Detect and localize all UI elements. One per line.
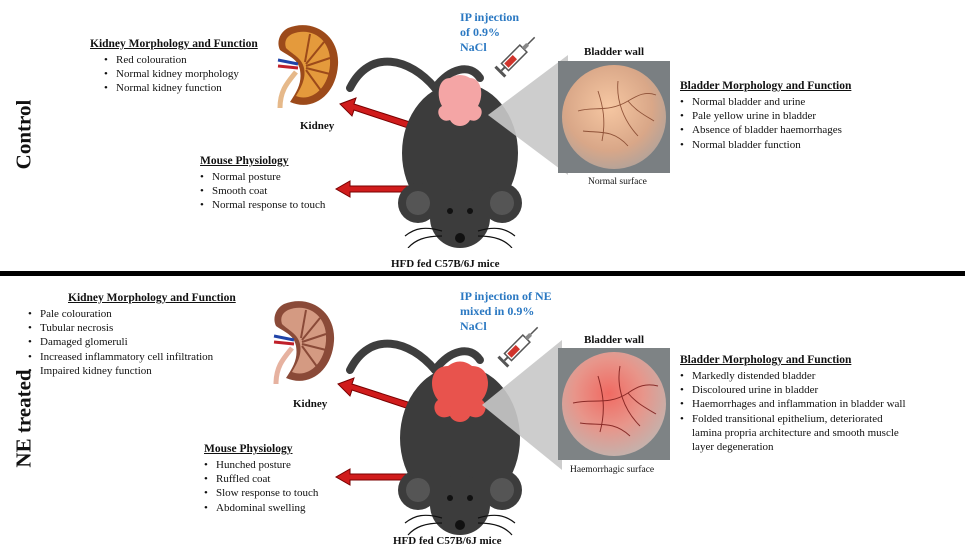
control-bladder-title: Bladder Morphology and Function (680, 80, 851, 92)
control-mouse-caption: HFD fed C57B/6J mice (391, 258, 499, 270)
ne-bladder-list: Markedly distended bladderDiscoloured ur… (680, 369, 906, 454)
control-kidney-title: Kidney Morphology and Function (90, 38, 258, 50)
list-item: Increased inflammatory cell infiltration (28, 350, 236, 364)
list-item: Tubular necrosis (28, 321, 236, 335)
list-item: Damaged glomeruli (28, 335, 236, 349)
list-item: Normal bladder and urine (680, 95, 851, 109)
list-item: Normal kidney morphology (104, 67, 258, 81)
control-bladder-list: Normal bladder and urinePale yellow urin… (680, 95, 851, 152)
list-item: Normal response to touch (200, 198, 325, 212)
list-item: Normal kidney function (104, 81, 258, 95)
list-item: Normal bladder function (680, 138, 851, 152)
section-divider (0, 271, 965, 276)
control-surface-caption: Normal surface (588, 177, 647, 187)
ne-surface-caption: Haemorrhagic surface (570, 465, 654, 475)
list-item: Markedly distended bladder (680, 369, 906, 383)
list-item: Smooth coat (200, 184, 325, 198)
ne-kidney-caption: Kidney (293, 398, 327, 410)
list-item: Hunched posture (204, 458, 318, 472)
list-item: Slow response to touch (204, 486, 318, 500)
list-item: lamina propria architecture and smooth m… (680, 426, 906, 440)
list-item: Pale colouration (28, 307, 236, 321)
ne-bladder-image (558, 348, 670, 460)
ne-physiology-block: Mouse Physiology Hunched postureRuffled … (204, 443, 318, 515)
ne-zoom-beam (482, 340, 562, 470)
list-item: Pale yellow urine in bladder (680, 109, 851, 123)
list-item: Ruffled coat (204, 472, 318, 486)
list-item: Absence of bladder haemorrhages (680, 123, 851, 137)
control-kidney-list: Red colourationNormal kidney morphologyN… (90, 53, 258, 96)
ne-mouse-caption: HFD fed C57B/6J mice (393, 535, 501, 547)
ne-kidney-title: Kidney Morphology and Function (68, 292, 236, 304)
list-item: layer degeneration (680, 440, 906, 454)
control-kidney-block: Kidney Morphology and Function Red colou… (90, 38, 258, 96)
ne-bladder-caption: Bladder wall (584, 334, 644, 346)
control-physiology-block: Mouse Physiology Normal postureSmooth co… (200, 155, 325, 213)
list-item: Red colouration (104, 53, 258, 67)
list-item: Folded transitional epithelium, deterior… (680, 412, 906, 426)
control-section-label: Control (12, 85, 37, 185)
control-bladder-image (558, 61, 670, 173)
list-item: Haemorrhages and inflammation in bladder… (680, 397, 906, 411)
list-item: Discoloured urine in bladder (680, 383, 906, 397)
list-item: Abdominal swelling (204, 501, 318, 515)
control-physiology-list: Normal postureSmooth coatNormal response… (200, 170, 325, 213)
ne-kidney-block: Kidney Morphology and Function Pale colo… (28, 292, 236, 378)
control-zoom-beam (488, 55, 568, 175)
ne-physiology-list: Hunched postureRuffled coatSlow response… (204, 458, 318, 515)
list-item: Impaired kidney function (28, 364, 236, 378)
ne-bladder-block: Bladder Morphology and Function Markedly… (680, 354, 906, 454)
control-bladder-caption: Bladder wall (584, 46, 644, 58)
list-item: Normal posture (200, 170, 325, 184)
control-bladder-block: Bladder Morphology and Function Normal b… (680, 80, 851, 152)
ne-physiology-title: Mouse Physiology (204, 443, 318, 455)
control-physiology-title: Mouse Physiology (200, 155, 325, 167)
ne-bladder-title: Bladder Morphology and Function (680, 354, 906, 366)
ne-kidney-list: Pale colourationTubular necrosisDamaged … (28, 307, 236, 378)
